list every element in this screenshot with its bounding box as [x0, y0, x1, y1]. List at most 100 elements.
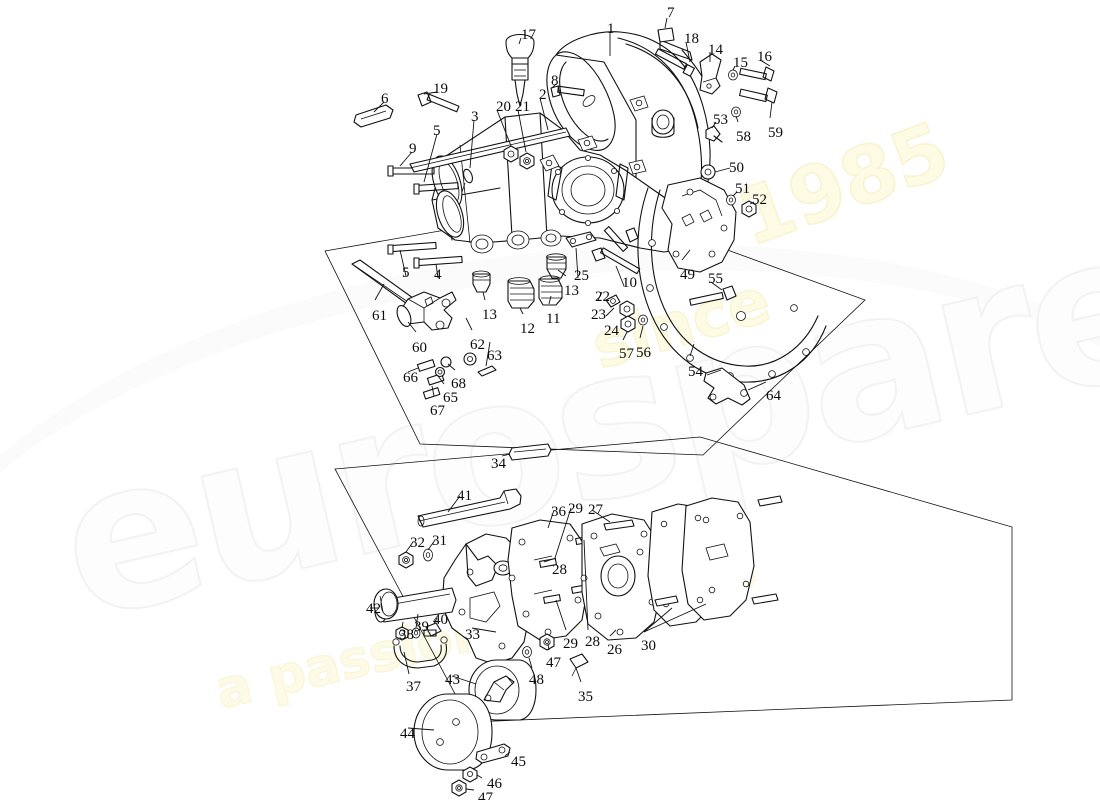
callout-12: 12 [520, 321, 535, 337]
part-54-bellhousing-ring [637, 187, 827, 383]
callout-56: 56 [636, 345, 651, 361]
part-19-bolt [417, 91, 460, 113]
callout-48: 48 [529, 672, 544, 688]
callout-55: 55 [708, 271, 723, 287]
callout-66: 66 [403, 370, 418, 386]
part-45-link [475, 743, 511, 764]
callout-23: 23 [591, 307, 606, 323]
part-2-shift-rail [409, 127, 571, 173]
part-51-washer [726, 194, 736, 206]
callout-68: 68 [451, 376, 466, 392]
callout-6: 6 [381, 91, 389, 107]
callout-47: 47 [478, 790, 493, 800]
callout-63: 63 [487, 348, 502, 364]
leader-lines [370, 17, 773, 791]
part-24-nut [619, 300, 635, 318]
part-59-bolt [738, 87, 778, 104]
callout-5: 5 [433, 123, 441, 139]
part-49-plate [661, 177, 737, 273]
callout-54: 54 [688, 364, 703, 380]
part-21-nut [519, 152, 535, 170]
part-55-bolt [689, 285, 737, 306]
part-66-pin [416, 359, 436, 372]
callout-46: 46 [487, 776, 502, 792]
part-32-nut [398, 551, 414, 569]
part-36-gasket [507, 519, 589, 641]
bell-housing-body [431, 31, 711, 253]
part-31-washer [423, 548, 433, 562]
part-16-bolt [739, 66, 775, 82]
callout-43: 43 [445, 672, 460, 688]
callout-35: 35 [578, 689, 593, 705]
part-17-breather [505, 33, 535, 107]
callout-13: 13 [564, 283, 579, 299]
callout-65: 65 [443, 390, 458, 406]
group-boundary-lower [334, 436, 1013, 723]
part-5-bolt-lower [387, 241, 437, 255]
part-23-washer [605, 294, 621, 308]
group-boundary-upper [324, 227, 866, 456]
callout-39: 39 [414, 619, 429, 635]
callout-9: 9 [409, 141, 417, 157]
part-57-nut [620, 315, 636, 333]
callout-22: 22 [595, 289, 610, 305]
callout-4: 4 [434, 267, 442, 283]
callout-60: 60 [412, 340, 427, 356]
callout-3: 3 [471, 109, 479, 125]
part-13-plug-a [472, 270, 491, 293]
callout-17: 17 [521, 27, 536, 43]
callout-45: 45 [511, 754, 526, 770]
part-27-pin [603, 519, 635, 531]
part-62-washer [434, 366, 446, 378]
callout-25: 25 [574, 268, 589, 284]
callout-47: 47 [546, 655, 561, 671]
callout-8: 8 [551, 73, 559, 89]
callout-11: 11 [546, 311, 561, 327]
callout-28: 28 [585, 634, 600, 650]
callout-32: 32 [410, 535, 425, 551]
callout-37: 37 [406, 679, 421, 695]
part-65-pin [426, 373, 445, 386]
callout-13: 13 [482, 307, 497, 323]
part-40-bolt [423, 622, 442, 637]
part-47-nut-lower [451, 779, 467, 797]
callout-27: 27 [588, 502, 603, 518]
callout-62: 62 [470, 337, 485, 353]
part-25-bracket [565, 231, 597, 248]
callout-16: 16 [757, 49, 772, 65]
callout-19: 19 [433, 81, 448, 97]
part-34-dowel [508, 443, 552, 461]
part-35-pin [569, 653, 589, 677]
part-42-cap [373, 588, 399, 620]
callout-51: 51 [735, 181, 750, 197]
callout-33: 33 [465, 627, 480, 643]
callout-59: 59 [768, 125, 783, 141]
part-7-bush [657, 27, 675, 43]
callout-7: 7 [667, 5, 675, 21]
part-22-bolt [591, 247, 641, 275]
callout-44: 44 [400, 726, 415, 742]
part-63-washer [463, 352, 477, 366]
callout-14: 14 [708, 42, 723, 58]
callout-26: 26 [607, 642, 622, 658]
callout-21: 21 [515, 99, 530, 115]
lower-housing-casting [374, 533, 531, 665]
callout-18: 18 [684, 31, 699, 47]
callout-24: 24 [604, 323, 619, 339]
callout-36: 36 [551, 504, 566, 520]
callout-40: 40 [433, 612, 448, 628]
part-41-shaft [417, 488, 522, 528]
part-26-cover [580, 513, 663, 641]
part-11-plug [538, 275, 563, 306]
callout-20: 20 [496, 99, 511, 115]
part-64-lever [703, 367, 751, 406]
callout-30: 30 [641, 638, 656, 654]
part-29-stud-a [539, 558, 557, 568]
part-58-washer [731, 106, 741, 118]
part-67-pin [422, 387, 441, 400]
callout-38: 38 [399, 627, 414, 643]
part-50-pivot [700, 164, 716, 180]
callout-64: 64 [766, 388, 781, 404]
